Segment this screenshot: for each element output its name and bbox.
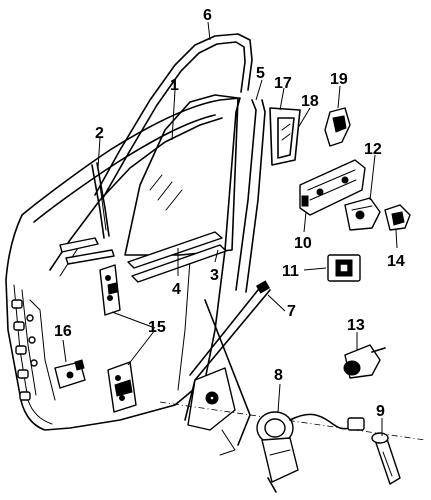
rear-channel-5 <box>235 99 266 293</box>
callout-11: 11 <box>282 263 299 280</box>
motor-8 <box>256 411 365 493</box>
callout-7: 7 <box>287 303 296 320</box>
callout-19: 19 <box>330 71 348 88</box>
vent-glass-17-18 <box>269 107 301 166</box>
callout-9: 9 <box>376 403 385 420</box>
lock-cylinder-14 <box>384 204 411 231</box>
door-shell <box>5 97 241 431</box>
callout-18: 18 <box>301 93 319 110</box>
callout-5: 5 <box>256 65 265 82</box>
callout-15: 15 <box>148 319 166 336</box>
lower-hinge-15 <box>107 361 137 413</box>
regulator-7 <box>184 280 271 456</box>
crank-9 <box>371 432 401 485</box>
handle-cover-19 <box>324 107 351 147</box>
callout-2: 2 <box>95 125 104 142</box>
callout-4: 4 <box>172 281 181 298</box>
leader-lines <box>62 21 398 436</box>
callout-13: 13 <box>347 317 365 334</box>
callout-3: 3 <box>210 267 219 284</box>
belt-moldings-3-4 <box>59 231 227 283</box>
check-link-16 <box>54 359 86 389</box>
callout-10: 10 <box>294 235 312 252</box>
callout-17: 17 <box>274 75 292 92</box>
run-channel-2 <box>91 162 110 239</box>
latch-12 <box>344 197 381 231</box>
callout-8: 8 <box>274 367 283 384</box>
outside-handle-10 <box>299 159 366 216</box>
callout-16: 16 <box>54 323 72 340</box>
callout-14: 14 <box>387 253 405 270</box>
callout-6: 6 <box>203 7 212 24</box>
callout-12: 12 <box>364 141 382 158</box>
switch-11 <box>327 254 361 282</box>
callout-1: 1 <box>170 77 179 94</box>
upper-hinge-15 <box>99 264 121 316</box>
window-frame-6 <box>94 33 253 231</box>
actuator-13 <box>343 344 386 379</box>
